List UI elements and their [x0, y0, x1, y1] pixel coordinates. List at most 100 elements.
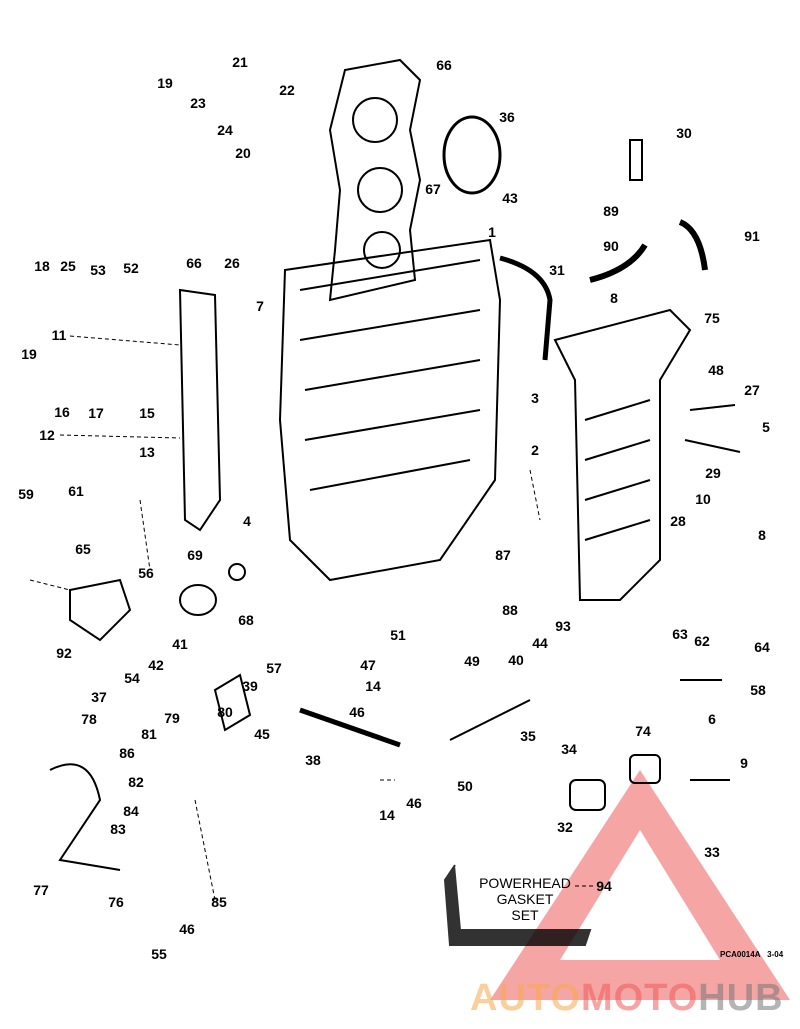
kit-line: POWERHEAD: [479, 875, 571, 891]
part-label: 84: [123, 803, 139, 819]
part-label: 50: [457, 778, 473, 794]
part-label: 82: [128, 774, 144, 790]
part-label: 53: [90, 262, 106, 278]
part-label: 40: [508, 652, 524, 668]
hose-31: [499, 255, 553, 361]
part-label: 88: [502, 602, 518, 618]
part-label: 76: [108, 894, 124, 910]
part-label: 17: [88, 405, 104, 421]
plate-45: [213, 673, 252, 732]
part-label: 43: [502, 190, 518, 206]
part-label: 47: [360, 657, 376, 673]
part-label: 23: [190, 95, 206, 111]
part-label: 37: [91, 689, 107, 705]
part-label: 27: [744, 382, 760, 398]
part-label: 25: [60, 258, 76, 274]
part-label: 67: [425, 181, 441, 197]
part-label: 51: [390, 627, 406, 643]
leader-lines: [29, 335, 595, 901]
part-label: 34: [561, 741, 577, 757]
part-label: 92: [56, 645, 72, 661]
part-label: 58: [750, 682, 766, 698]
part-label: 11: [51, 327, 67, 343]
part-label: 64: [754, 639, 770, 655]
part-label: 66: [186, 255, 202, 271]
hose-90: [589, 243, 648, 283]
part-label: 86: [119, 745, 135, 761]
part-label: 79: [164, 710, 180, 726]
kit-line: SET: [511, 907, 539, 923]
part-label: 56: [138, 565, 154, 581]
o-ring: [442, 115, 502, 195]
part-label: 55: [151, 946, 167, 962]
part-label: 45: [254, 726, 270, 742]
part-label: 38: [305, 752, 321, 768]
part-label: 65: [75, 541, 91, 557]
left-gasket: [178, 288, 222, 532]
part-label: 28: [670, 513, 686, 529]
cylinder-block: [278, 238, 502, 582]
part-label: 46: [179, 921, 195, 937]
part-label: 2: [531, 442, 539, 458]
part-label: 85: [211, 894, 227, 910]
part-label: 15: [139, 405, 155, 421]
part-label: 8: [758, 527, 766, 543]
hose-91: [678, 219, 708, 271]
part-label: 26: [224, 255, 240, 271]
harness-77: [49, 763, 121, 871]
link-rod-38: [299, 707, 401, 748]
thermostat-housing: [69, 578, 132, 642]
part-label: 93: [555, 618, 571, 634]
kit-line: GASKET: [496, 891, 554, 907]
part-label: 18: [34, 258, 50, 274]
part-label: 14: [379, 807, 395, 823]
part-label: 52: [123, 260, 139, 276]
part-label: 89: [603, 203, 619, 219]
part-label: 54: [124, 670, 140, 686]
part-label: 48: [708, 362, 724, 378]
part-label: 19: [21, 346, 37, 362]
part-label: 75: [704, 310, 720, 326]
part-label: 57: [266, 660, 282, 676]
figure-id: PCA0014A: [720, 950, 761, 959]
crankcase-cover: [553, 308, 692, 601]
part-label: 31: [549, 262, 565, 278]
part-label: 46: [349, 704, 365, 720]
part-label: 6: [708, 711, 716, 727]
part-label: 80: [217, 704, 233, 720]
part-label: 7: [256, 298, 264, 314]
part-label: 61: [68, 483, 84, 499]
figure-code: PCA0014A 3-04: [720, 950, 783, 960]
part-label: 41: [172, 636, 188, 652]
part-label: 30: [676, 125, 692, 141]
watermark-part: MOTO: [580, 977, 699, 1019]
part-label: 29: [705, 465, 721, 481]
part-label: 16: [54, 404, 70, 420]
part-label: 35: [520, 728, 536, 744]
part-label: 69: [187, 547, 203, 563]
part-label: 12: [39, 427, 55, 443]
watermark-part: HUB: [698, 977, 784, 1019]
part-label: 9: [740, 755, 748, 771]
part-label: 83: [110, 821, 126, 837]
part-label: 90: [603, 238, 619, 254]
part-label: 13: [139, 444, 155, 460]
part-label: 19: [157, 75, 173, 91]
part-label: 1: [488, 224, 496, 240]
part-label: 8: [610, 290, 618, 306]
powerhead-gasket-set-label: POWERHEAD GASKET SET: [461, 867, 589, 929]
watermark-part: AUTO: [470, 977, 581, 1019]
part-label: 74: [635, 723, 651, 739]
part-label: 62: [694, 633, 710, 649]
watermark: AUTOMOTOHUB: [470, 978, 784, 1018]
part-label: 24: [217, 122, 233, 138]
part-label: 3: [531, 390, 539, 406]
part-label: 87: [495, 547, 511, 563]
upper-gasket-plate: [328, 58, 422, 302]
part-label: 91: [744, 228, 760, 244]
part-label: 20: [235, 145, 251, 161]
part-label: 59: [18, 486, 34, 502]
part-label: 36: [499, 109, 515, 125]
part-label: 22: [279, 82, 295, 98]
